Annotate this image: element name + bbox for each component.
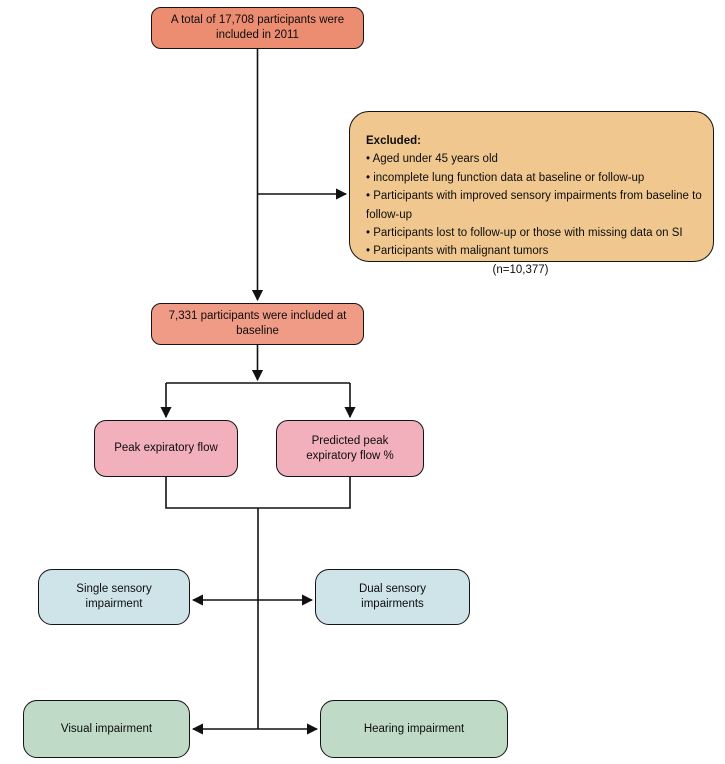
node-total-participants: A total of 17,708 participants were incl… (151, 7, 364, 49)
node-single-sensory-impairment: Single sensory impairment (38, 569, 190, 625)
node-hi-label: Hearing impairment (363, 722, 465, 735)
excluded-bullet: • Participants lost to follow-up or thos… (366, 226, 683, 239)
node-vi-label: Visual impairment (60, 722, 153, 735)
excluded-count: (n=10,377) (492, 263, 549, 276)
excluded-bullet: • incomplete lung function data at basel… (366, 171, 645, 184)
node-excluded: Excluded: • Aged under 45 years old • in… (349, 111, 714, 276)
node-total-label: A total of 17,708 participants were incl… (170, 14, 345, 41)
merge-line (165, 477, 351, 509)
excluded-heading: Excluded: (366, 135, 421, 147)
excluded-bullet: • Participants with improved sensory imp… (366, 190, 702, 221)
excluded-bullet: • Participants with malignant tumors (366, 245, 549, 258)
node-dual-sensory-impairments: Dual sensory impairments (315, 569, 470, 625)
node-dsi-label: Dual sensory impairments (358, 583, 427, 610)
node-hearing-impairment: Hearing impairment (320, 700, 508, 758)
node-visual-impairment: Visual impairment (23, 700, 190, 758)
node-ppef-label: Predicted peak expiratory flow % (306, 434, 394, 462)
node-baseline-label: 7,331 participants were included at base… (168, 310, 347, 337)
node-ssi-label: Single sensory impairment (76, 583, 152, 610)
excluded-bullet: • Aged under 45 years old (366, 153, 498, 166)
node-baseline-participants: 7,331 participants were included at base… (151, 303, 364, 345)
node-predicted-peak-expiratory-flow: Predicted peak expiratory flow % (276, 420, 424, 477)
node-peak-expiratory-flow: Peak expiratory flow (94, 420, 238, 477)
node-pef-label: Peak expiratory flow (114, 442, 218, 455)
